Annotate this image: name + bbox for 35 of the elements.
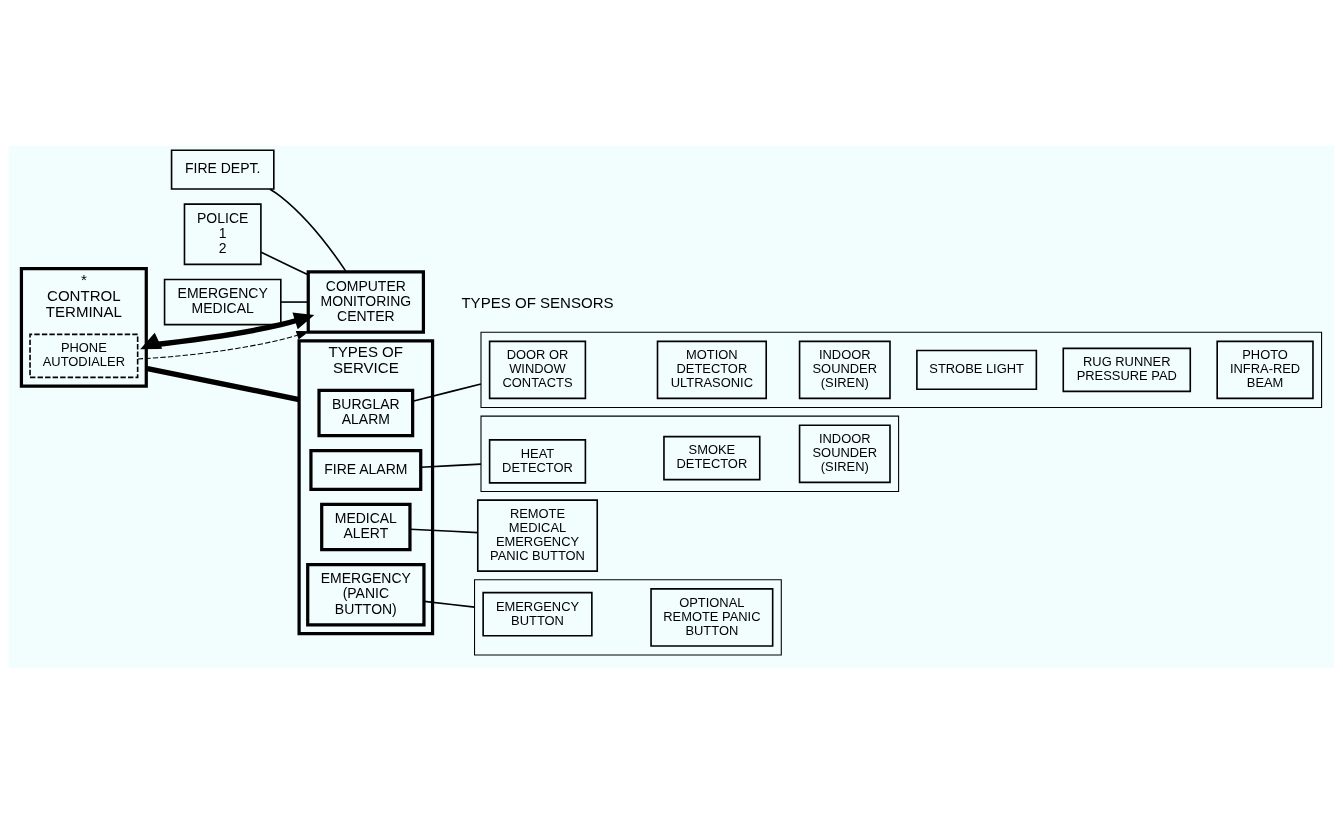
cluster — [474, 578, 782, 656]
node-box: SMOKE DETECTOR — [663, 435, 761, 480]
node-box: BURGLAR ALARM — [317, 388, 415, 437]
connector — [260, 250, 309, 276]
node-box: INDOOR SOUNDER (SIREN) — [798, 424, 891, 483]
connector — [420, 462, 482, 468]
node-box: MEDICAL ALERT — [320, 502, 412, 551]
connector — [269, 187, 347, 272]
node-box: EMERGENCY BUTTON — [482, 591, 593, 636]
cluster — [480, 331, 1323, 408]
connector — [409, 527, 479, 533]
node-box: RUG RUNNER PRESSURE PAD — [1062, 347, 1192, 392]
node-box: COMPUTER MONITORING CENTER — [306, 269, 426, 334]
node-box: EMERGENCY (PANIC BUTTON) — [306, 562, 426, 627]
label: TYPES OF SENSORS — [461, 293, 614, 311]
arrow — [137, 330, 310, 359]
node-box: REMOTE MEDICAL EMERGENCY PANIC BUTTON — [476, 498, 599, 572]
node-box: HEAT DETECTOR — [488, 438, 587, 484]
node-box: EMERGENCY MEDICAL — [163, 278, 282, 325]
node-box: FIRE DEPT. — [170, 149, 275, 190]
node-box: PHOTO INFRA-RED BEAM — [1216, 340, 1314, 399]
node-box: POLICE 1 2 — [183, 202, 262, 265]
connector — [411, 382, 482, 402]
connector — [145, 365, 300, 402]
node-box: INDOOR SOUNDER (SIREN) — [798, 340, 891, 399]
arrow — [140, 311, 315, 349]
node-box: PHONE AUTODIALER — [29, 333, 139, 378]
connector — [280, 300, 309, 303]
node-box: STROBE LIGHT — [916, 349, 1038, 390]
node-box: MOTION DETECTOR ULTRASONIC — [656, 340, 767, 399]
node-box: DOOR OR WINDOW CONTACTS — [488, 340, 587, 399]
node-box: OPTIONAL REMOTE PANIC BUTTON — [650, 587, 774, 647]
node-box: FIRE ALARM — [309, 448, 423, 491]
cluster — [480, 415, 900, 492]
connector — [423, 600, 476, 608]
